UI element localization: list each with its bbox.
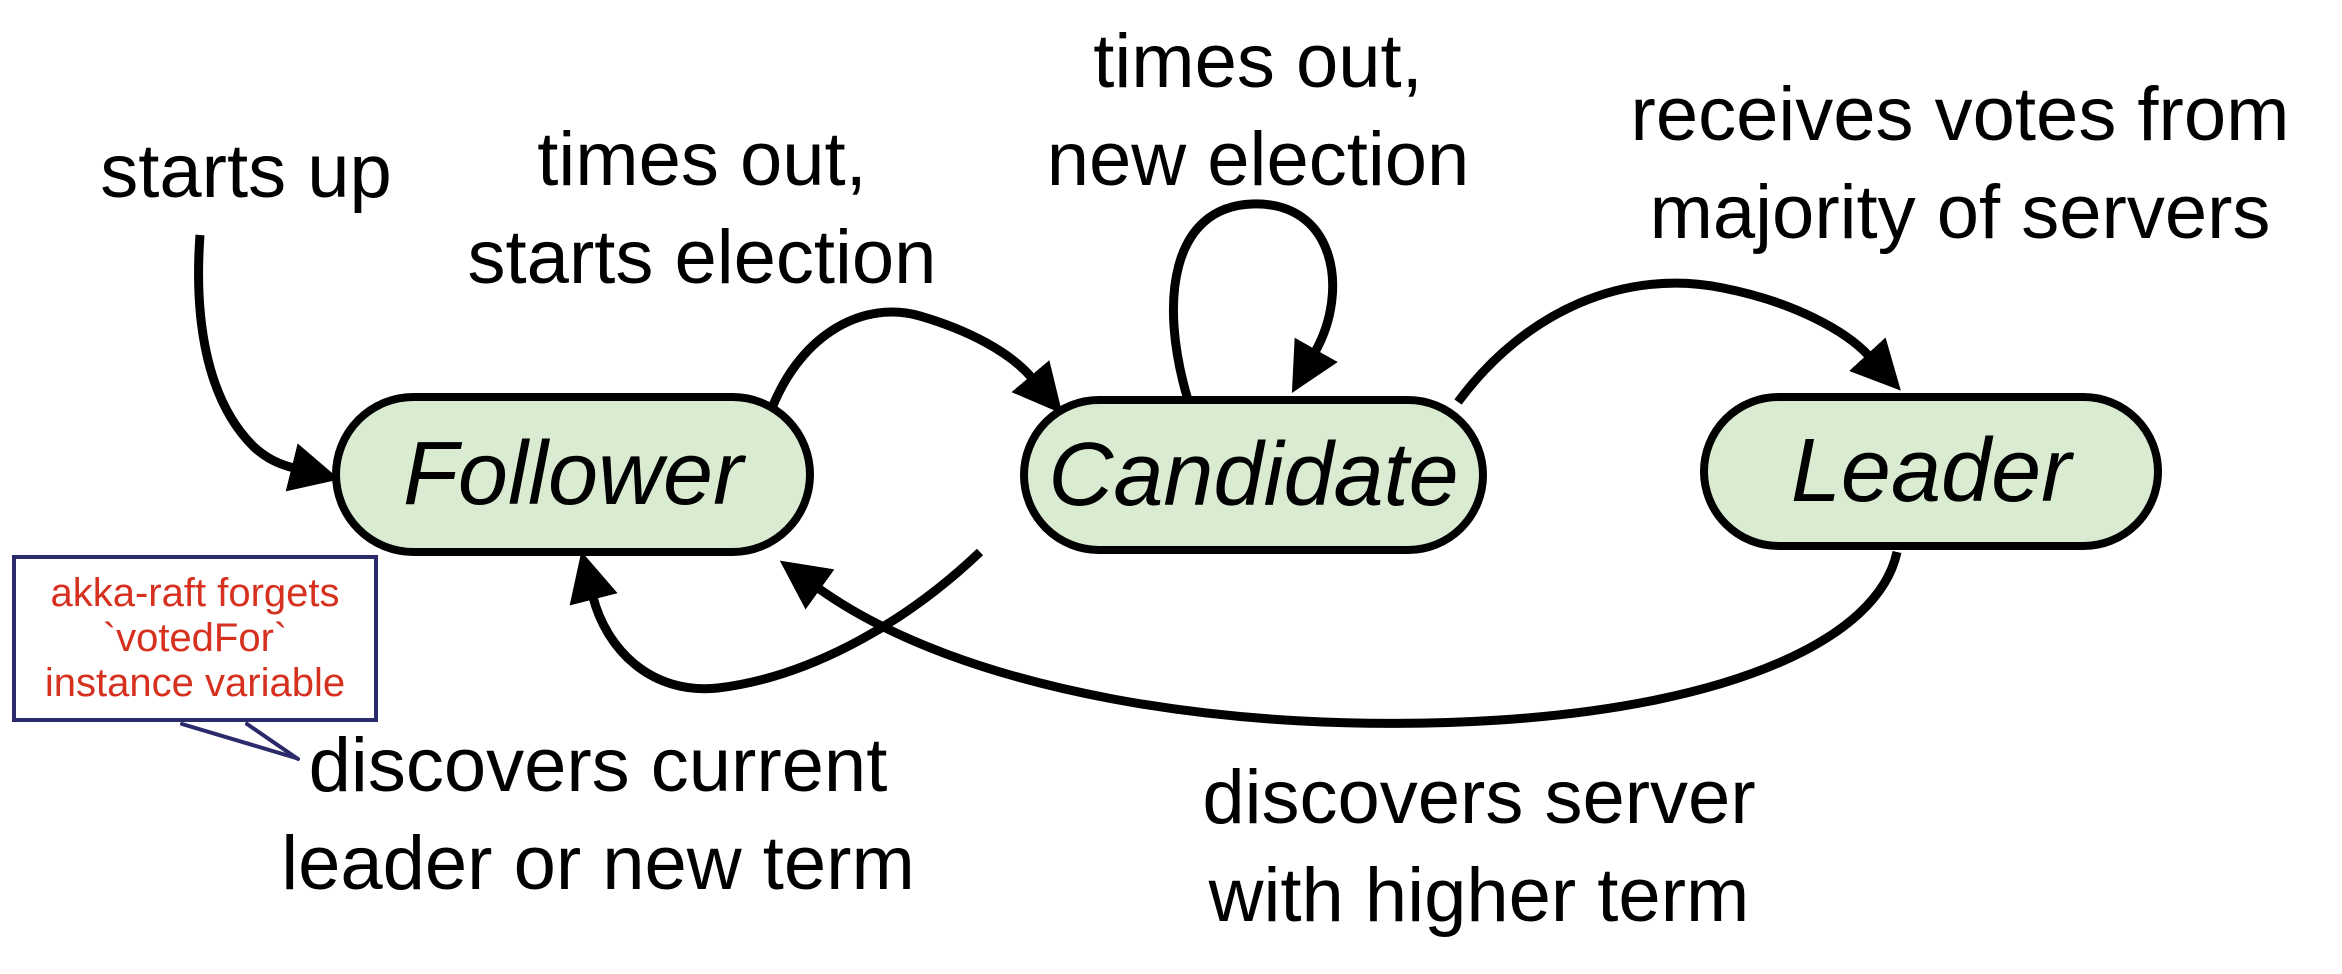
label-line: leader or new term	[281, 821, 915, 906]
state-label-candidate: Candidate	[1048, 424, 1459, 525]
transition-label-receives-votes: receives votes from majority of servers	[1631, 66, 2290, 262]
state-label-follower: Follower	[402, 424, 744, 524]
arrow-starts-up	[194, 234, 340, 492]
label-line: receives votes from	[1630, 72, 2290, 157]
annotation-pointer-line	[180, 722, 298, 760]
transition-label-times-out-starts-election: times out, starts election	[468, 111, 937, 307]
state-node-follower: Follower	[332, 393, 814, 556]
label-line: new election	[1046, 117, 1470, 202]
label-line: discovers current	[308, 723, 888, 808]
transition-label-discovers-server-higher-term: discovers server with higher term	[1202, 749, 1755, 945]
state-node-leader: Leader	[1700, 393, 2162, 550]
transition-label-discovers-current-leader: discovers current leader or new term	[281, 717, 915, 913]
state-label-leader: Leader	[1790, 421, 2072, 521]
annotation-line: `votedFor`	[102, 616, 288, 660]
annotation-pointer-line	[245, 722, 300, 761]
label-line: starts election	[467, 215, 937, 300]
label-line: times out,	[537, 117, 867, 202]
label-line: majority of servers	[1649, 170, 2271, 255]
annotation-line: instance variable	[44, 661, 346, 705]
arrow-candidate-to-leader	[1454, 278, 1901, 405]
transition-label-times-out-new-election: times out, new election	[1047, 13, 1470, 209]
arrow-candidate-to-follower	[569, 548, 984, 694]
annotation-line: akka-raft forgets	[50, 571, 340, 615]
label-line: starts up	[100, 129, 392, 214]
label-line: discovers server	[1202, 755, 1756, 840]
annotation-callout-box: akka-raft forgets `votedFor` instance va…	[12, 555, 378, 722]
arrow-follower-to-candidate	[767, 307, 1063, 414]
label-line: times out,	[1093, 19, 1423, 104]
arrow-leader-to-follower	[779, 551, 1902, 728]
label-line: with higher term	[1208, 853, 1750, 938]
transition-label-starts-up: starts up	[100, 123, 391, 221]
state-node-candidate: Candidate	[1020, 396, 1487, 554]
arrow-candidate-self-loop	[1169, 199, 1338, 402]
